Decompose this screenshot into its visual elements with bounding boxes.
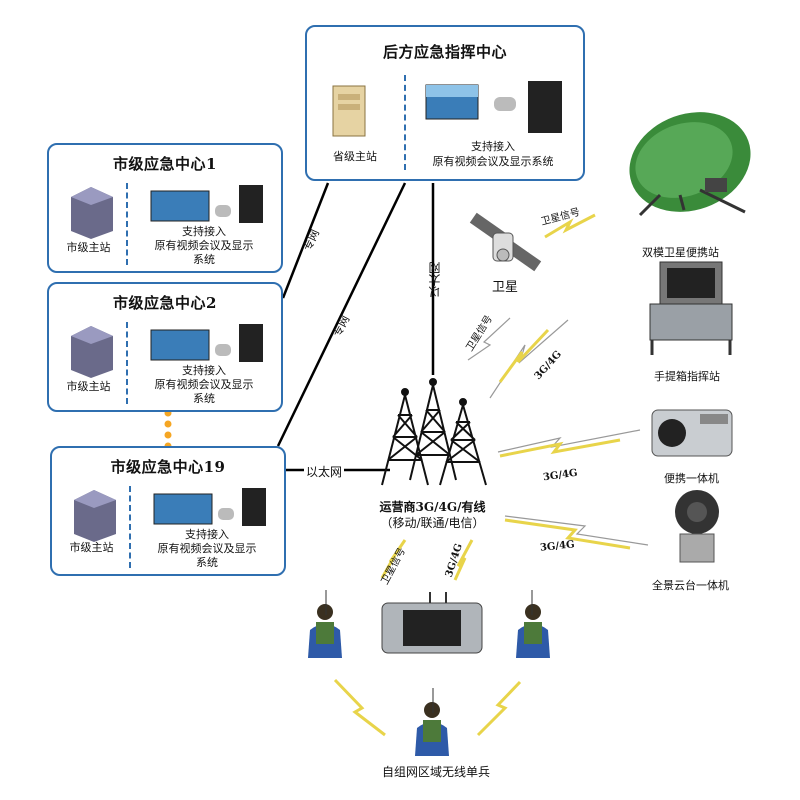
city-station-1-icon: [71, 187, 113, 239]
city-center-19-box: 市级应急中心19 市级主站 支持接入 原有视频会议及显示 系统: [50, 446, 286, 576]
hq-desc-line-1: 支持接入: [471, 140, 515, 153]
wireless-bolt-sat: [544, 213, 596, 239]
city-center-19-station: 市级主站: [69, 541, 114, 554]
city-center-2-title: 市级应急中心2: [113, 294, 217, 312]
city-center-2-desc-2: 原有视频会议及显示: [154, 378, 254, 391]
satellite-label: 卫星: [492, 280, 519, 295]
hq-center-box: 后方应急指挥中心 省级主站 支持接入 原有视频会议及显示系统: [305, 25, 585, 181]
operator-label-1: 运营商3G/4G/有线: [379, 500, 486, 514]
city-center-19-desc-1: 支持接入: [185, 528, 229, 541]
wireless-bolt-4: [504, 515, 649, 546]
soldier-left-icon: [308, 590, 342, 658]
handheld-terminal-icon: [381, 592, 483, 654]
cell-tower-icon: [381, 378, 487, 486]
ptz-camera-icon: [675, 490, 719, 563]
city-center-19-title: 市级应急中心19: [110, 458, 226, 476]
video-wall-icon: [425, 81, 562, 133]
hq-divider: [404, 75, 406, 170]
wireless-bolt-9: [467, 317, 511, 361]
private-line-1: [281, 182, 330, 299]
operator-label-2: （移动/联通/电信）: [380, 516, 485, 530]
hq-station-label: 省级主站: [333, 150, 377, 163]
soldier-right-icon: [516, 590, 550, 658]
ethernet-label-city: 以太网: [304, 463, 345, 480]
city-center-1-station: 市级主站: [66, 241, 111, 254]
city-center-2-desc-3: 系统: [193, 392, 215, 405]
city-center-1-desc-1: 支持接入: [182, 225, 226, 238]
portable-unit-icon: [651, 409, 733, 457]
city-center-19-divider: [129, 486, 131, 568]
server-icon: [332, 85, 366, 137]
city-center-1-desc-2: 原有视频会议及显示: [154, 239, 254, 252]
hq-center-title: 后方应急指挥中心: [382, 43, 507, 61]
city-center-19-desc-2: 原有视频会议及显示: [157, 542, 257, 555]
city-center-19-desc-3: 系统: [196, 556, 218, 569]
wireless-bolt-6: [453, 539, 474, 581]
private-line-2: [276, 182, 407, 447]
case-label: 手提箱指挥站: [654, 370, 720, 383]
city-2-video-icon: [150, 324, 263, 362]
wireless-bolt-8: [476, 680, 522, 737]
soldier-bottom-icon: [415, 688, 449, 756]
wireless-bolt-3b: [499, 438, 621, 458]
city-center-1-box: 市级应急中心1 市级主站 支持接入 原有视频会议及显示 系统: [47, 143, 283, 273]
portable-label: 便携一体机: [664, 472, 719, 485]
wireless-bolt-3: [497, 429, 641, 453]
satellite-icon: [469, 212, 542, 272]
wireless-bolt-sat-2b: [498, 328, 550, 383]
city-center-2-box: 市级应急中心2 市级主站 支持接入 原有视频会议及显示 系统: [47, 282, 283, 412]
city-center-1-divider: [126, 183, 128, 265]
city-1-video-icon: [150, 185, 263, 223]
city-center-1-desc-3: 系统: [193, 253, 215, 266]
hq-desc-line-2: 原有视频会议及显示系统: [432, 155, 554, 168]
satellite-dish-icon: [629, 112, 751, 217]
city-station-19-icon: [74, 490, 116, 542]
city-center-2-station: 市级主站: [66, 380, 111, 393]
city-center-1-title: 市级应急中心1: [113, 155, 217, 173]
wireless-bolt-4b: [504, 518, 631, 550]
briefcase-station-icon: [649, 261, 733, 355]
more-centers-dots: [164, 409, 172, 450]
city-center-2-divider: [126, 322, 128, 404]
wireless-bolt-7: [333, 678, 386, 737]
ptz-label: 全景云台一体机: [652, 579, 729, 592]
soldier-label: 自组网区域无线单兵: [382, 765, 491, 779]
dish-label: 双模卫星便携站: [642, 246, 719, 259]
city-19-video-icon: [153, 488, 266, 526]
city-station-2-icon: [71, 326, 113, 378]
wireless-bolt-5: [380, 539, 407, 579]
ethernet-label-hq: 以太网: [428, 262, 442, 298]
city-center-2-desc-1: 支持接入: [182, 364, 226, 377]
